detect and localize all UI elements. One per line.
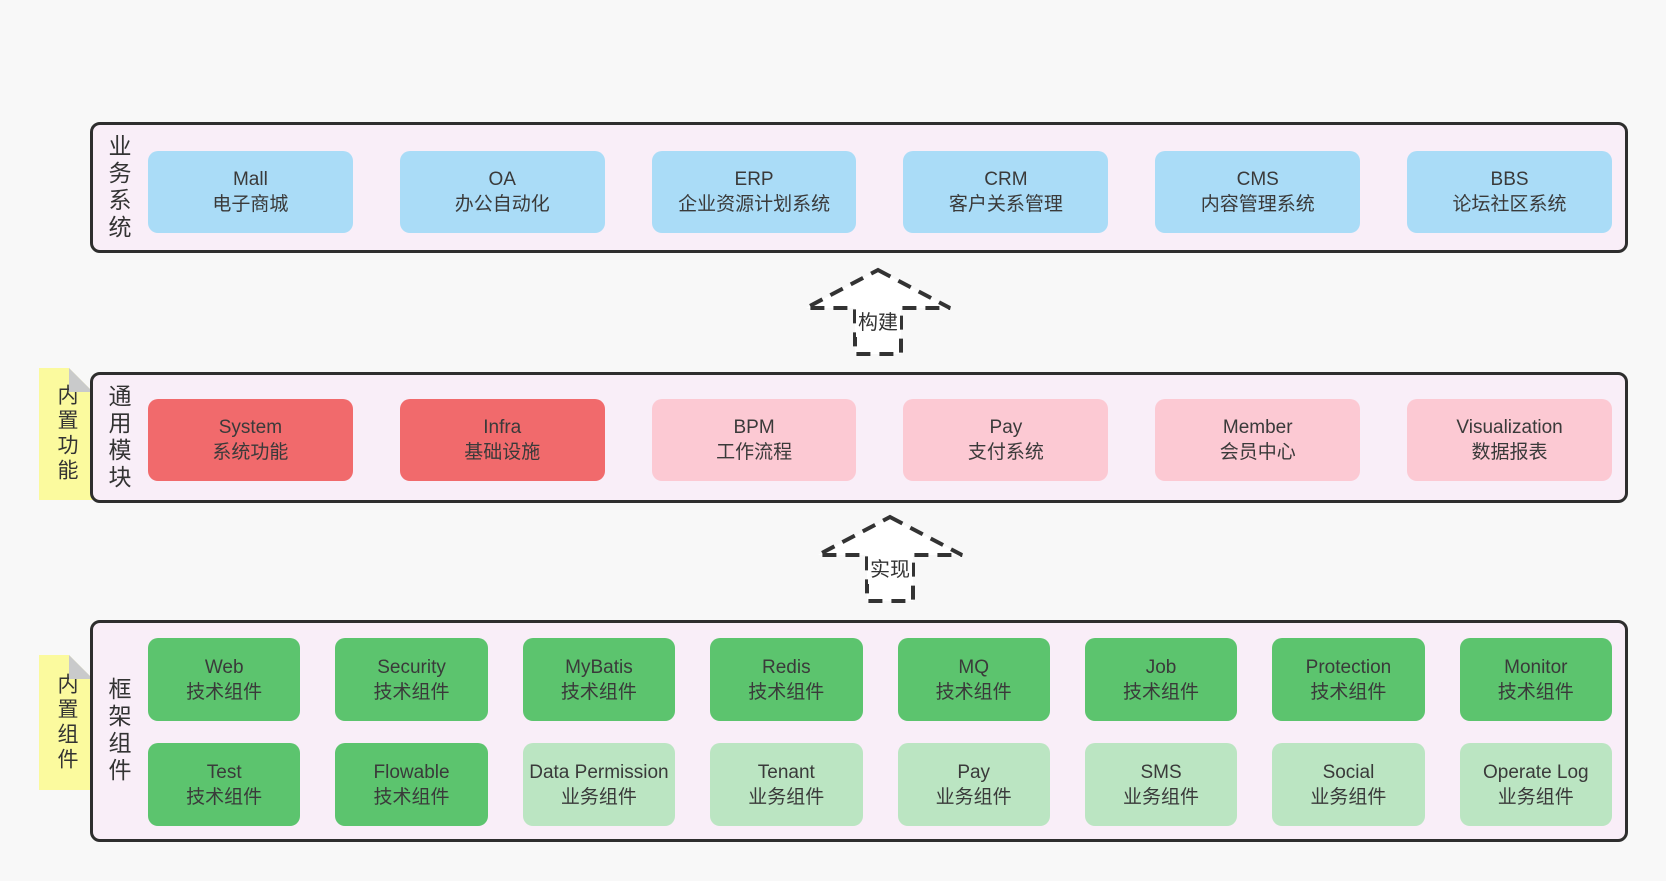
- box-name: Member: [1222, 417, 1293, 438]
- box-desc: 技术组件: [373, 786, 450, 808]
- box-web: Web 技术组件: [148, 638, 301, 721]
- box-desc: 业务组件: [1497, 786, 1574, 808]
- box-desc: 系统功能: [212, 442, 289, 463]
- box-desc: 论坛社区系统: [1452, 194, 1567, 215]
- box-desc: 会员中心: [1219, 442, 1296, 463]
- box-name: BBS: [1490, 169, 1529, 190]
- box-name: Pay: [989, 417, 1023, 438]
- box-desc: 业务组件: [560, 786, 637, 808]
- box-desc: 基础设施: [464, 442, 541, 463]
- box-desc: 业务组件: [1123, 786, 1200, 808]
- box-desc: 内容管理系统: [1200, 194, 1315, 215]
- box-desc: 工作流程: [716, 442, 793, 463]
- box-desc: 业务组件: [748, 786, 825, 808]
- box-name: OA: [488, 169, 516, 190]
- box-name: CRM: [984, 169, 1028, 190]
- box-desc: 技术组件: [1497, 681, 1574, 703]
- box-name: Data Permission: [529, 761, 669, 783]
- box-name: Infra: [483, 417, 522, 438]
- arrow-label: 实现: [868, 551, 912, 584]
- box-row: Web 技术组件 Security 技术组件 MyBatis 技术组件 Redi…: [148, 638, 1612, 721]
- box-infra: Infra 基础设施: [399, 399, 605, 481]
- box-sms: SMS 业务组件: [1084, 743, 1238, 826]
- box-name: Mall: [232, 169, 268, 190]
- box-flowable: Flowable 技术组件: [335, 743, 488, 826]
- box-name: Social: [1322, 761, 1375, 783]
- box-desc: 办公自动化: [454, 194, 550, 215]
- box-desc: 技术组件: [373, 681, 450, 703]
- box-operate-log: Operate Log 业务组件: [1459, 743, 1612, 826]
- box-pay-module: Pay 支付系统: [903, 399, 1109, 481]
- build-arrow: 构建: [798, 264, 958, 360]
- box-name: Pay: [957, 761, 991, 783]
- box-bpm: BPM 工作流程: [651, 399, 857, 481]
- box-bbs: BBS 论坛社区系统: [1407, 151, 1612, 233]
- box-name: BPM: [733, 417, 775, 438]
- box-desc: 客户关系管理: [948, 194, 1063, 215]
- layer-side-label: 业务系统: [105, 133, 131, 242]
- box-desc: 技术组件: [1123, 681, 1200, 703]
- box-visualization: Visualization 数据报表: [1407, 399, 1612, 481]
- box-job: Job 技术组件: [1084, 638, 1238, 721]
- box-test: Test 技术组件: [148, 743, 301, 826]
- box-desc: 技术组件: [748, 681, 825, 703]
- business-systems-layer: 业务系统 Mall 电子商城 OA 办公自动化 ERP 企业资源计划系统 CRM…: [90, 122, 1628, 253]
- box-desc: 电子商城: [212, 194, 289, 215]
- box-name: Web: [204, 656, 244, 678]
- box-row: System 系统功能 Infra 基础设施 BPM 工作流程 Pay 支付系统…: [148, 399, 1612, 481]
- box-desc: 技术组件: [1310, 681, 1387, 703]
- box-desc: 技术组件: [935, 681, 1012, 703]
- box-mq: MQ 技术组件: [897, 638, 1050, 721]
- box-name: Protection: [1305, 656, 1392, 678]
- box-name: Flowable: [373, 761, 450, 783]
- box-mall: Mall 电子商城: [148, 151, 353, 233]
- box-social: Social 业务组件: [1272, 743, 1425, 826]
- arrow-label: 构建: [856, 304, 900, 337]
- box-name: Redis: [762, 656, 811, 678]
- box-cms: CMS 内容管理系统: [1155, 151, 1361, 233]
- box-row: Test 技术组件 Flowable 技术组件 Data Permission …: [148, 743, 1612, 826]
- box-name: Test: [206, 761, 242, 783]
- box-desc: 企业资源计划系统: [678, 194, 831, 215]
- box-protection: Protection 技术组件: [1272, 638, 1425, 721]
- box-name: CMS: [1236, 169, 1279, 190]
- box-row: Mall 电子商城 OA 办公自动化 ERP 企业资源计划系统 CRM 客户关系…: [148, 151, 1612, 233]
- box-member: Member 会员中心: [1155, 399, 1361, 481]
- box-desc: 数据报表: [1471, 442, 1548, 463]
- box-erp: ERP 企业资源计划系统: [651, 151, 857, 233]
- box-desc: 技术组件: [186, 681, 263, 703]
- box-data-permission: Data Permission 业务组件: [522, 743, 676, 826]
- box-security: Security 技术组件: [335, 638, 488, 721]
- box-redis: Redis 技术组件: [710, 638, 863, 721]
- box-name: Job: [1145, 656, 1177, 678]
- box-oa: OA 办公自动化: [399, 151, 605, 233]
- box-desc: 业务组件: [1310, 786, 1387, 808]
- box-name: Security: [377, 656, 446, 678]
- box-desc: 支付系统: [967, 442, 1044, 463]
- box-monitor: Monitor 技术组件: [1459, 638, 1612, 721]
- box-desc: 技术组件: [186, 786, 263, 808]
- box-desc: 技术组件: [560, 681, 637, 703]
- box-name: System: [218, 417, 283, 438]
- box-system: System 系统功能: [148, 399, 353, 481]
- box-name: MQ: [958, 656, 989, 678]
- box-tenant: Tenant 业务组件: [710, 743, 863, 826]
- box-name: ERP: [734, 169, 774, 190]
- common-modules-layer: 通用模块 System 系统功能 Infra 基础设施 BPM 工作流程 Pay…: [90, 372, 1628, 503]
- box-name: Operate Log: [1482, 761, 1589, 783]
- box-pay-component: Pay 业务组件: [897, 743, 1050, 826]
- box-name: Visualization: [1456, 417, 1563, 438]
- box-name: Tenant: [757, 761, 815, 783]
- box-name: Monitor: [1504, 656, 1568, 678]
- framework-components-layer: 框架组件 Web 技术组件 Security 技术组件 MyBatis 技术组件…: [90, 620, 1628, 842]
- box-name: MyBatis: [565, 656, 633, 678]
- box-mybatis: MyBatis 技术组件: [522, 638, 676, 721]
- implement-arrow: 实现: [810, 511, 970, 607]
- layer-side-label: 通用模块: [105, 383, 131, 492]
- layer-side-label: 框架组件: [105, 677, 131, 785]
- box-desc: 业务组件: [935, 786, 1012, 808]
- box-crm: CRM 客户关系管理: [903, 151, 1109, 233]
- box-name: SMS: [1140, 761, 1182, 783]
